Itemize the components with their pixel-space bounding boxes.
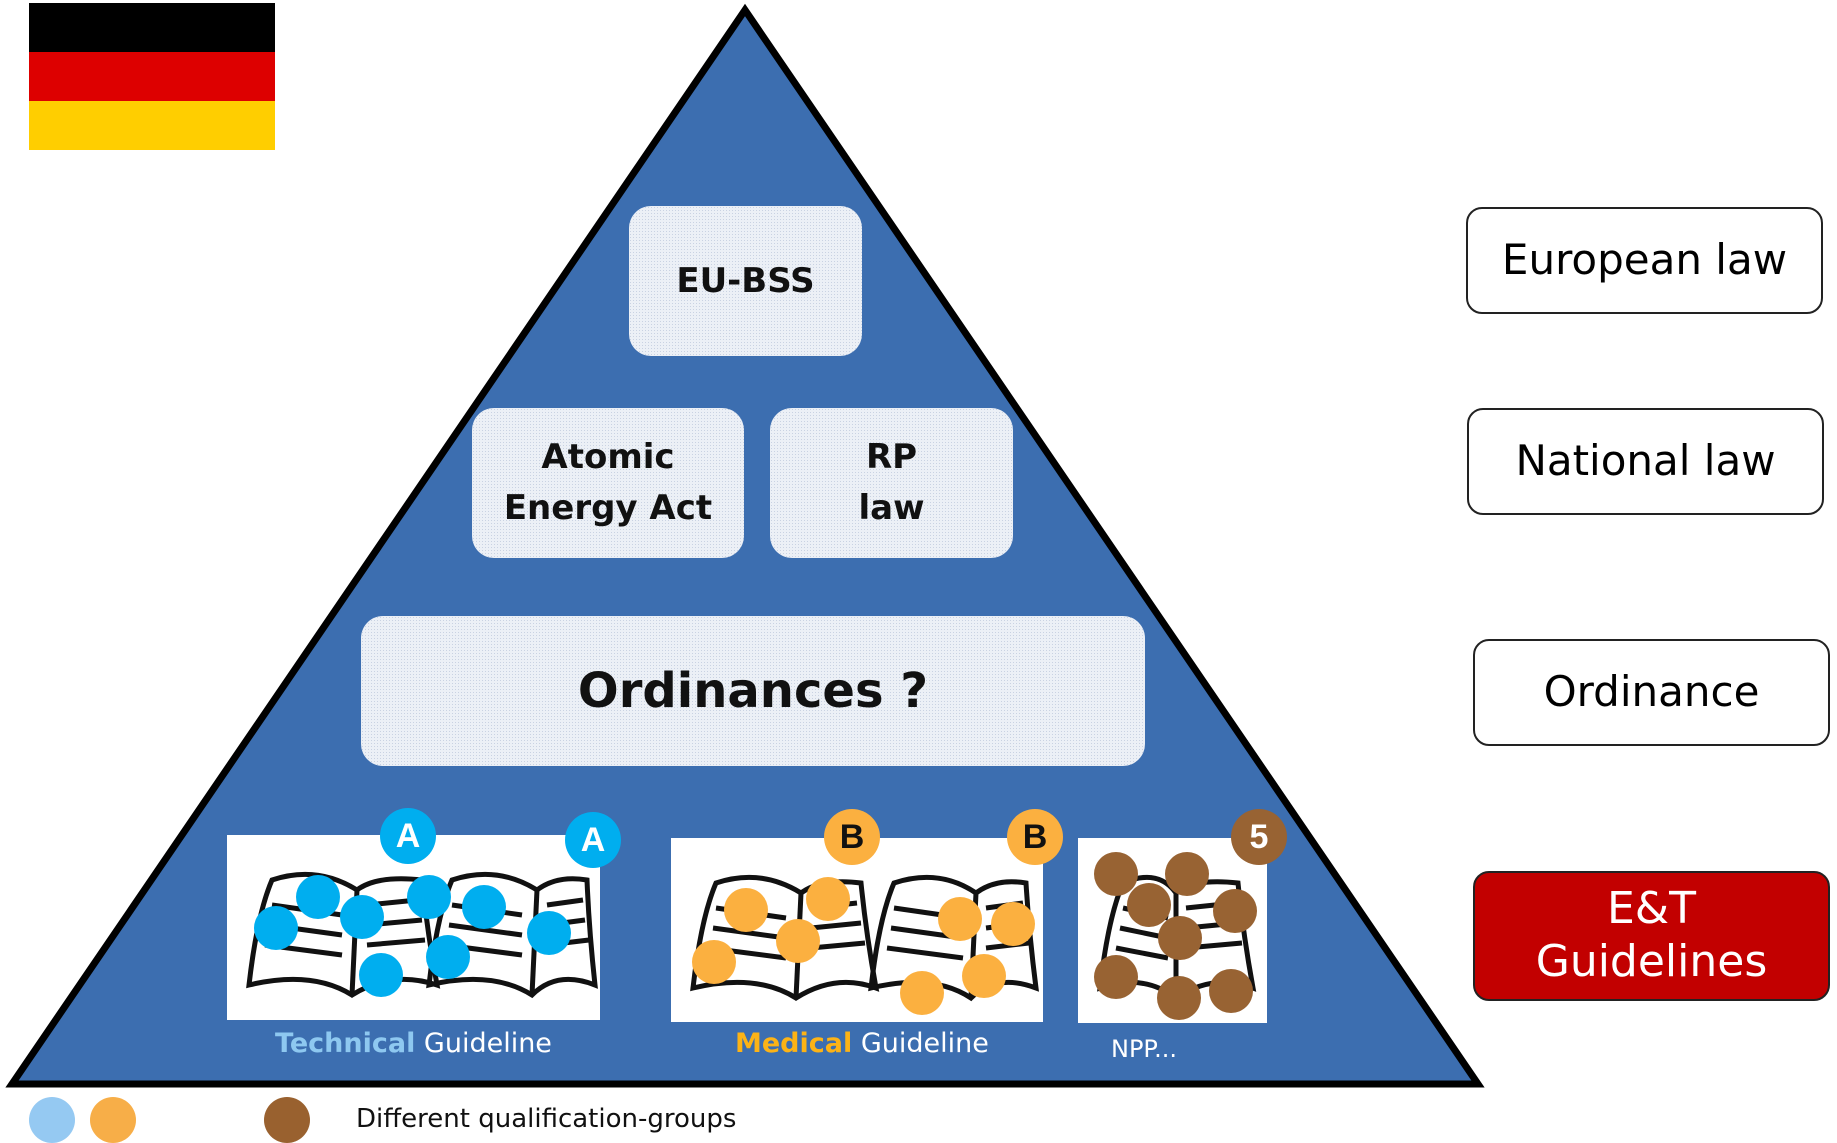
technical-guideline-panel [227, 835, 600, 1020]
badge-letter: B [1022, 817, 1048, 856]
technical-word: Technical [275, 1028, 416, 1059]
badge-letter: A [395, 816, 421, 855]
rp-law-box: RP law [770, 408, 1013, 558]
flag-stripe-gold [29, 101, 275, 150]
guidelines-text: Guidelines [1535, 936, 1768, 987]
rp-label-line2: law [858, 488, 925, 528]
npp-caption: NPP... [1111, 1035, 1177, 1063]
badge-letter: 5 [1249, 817, 1269, 856]
et-guidelines-label: E&T Guidelines [1473, 871, 1830, 1001]
european-law-label: European law [1466, 207, 1823, 314]
national-law-label: National law [1467, 408, 1824, 515]
ordinances-label: Ordinances ? [577, 663, 929, 719]
qualification-dot [1158, 916, 1202, 960]
npp-guideline-book-illustration [1094, 852, 1257, 1020]
ordinances-box: Ordinances ? [361, 616, 1145, 766]
qualification-dot [724, 888, 768, 932]
medical-guideline-panel [671, 838, 1043, 1022]
qualification-dot [1127, 883, 1171, 927]
technical-guideline-books-illustration [246, 871, 598, 999]
badge-letter: B [839, 817, 865, 856]
qualification-dot [340, 895, 384, 939]
qualification-dot [776, 919, 820, 963]
qualification-dot [962, 954, 1006, 998]
medical-group-badge: B [1007, 809, 1063, 865]
qualification-dot [900, 971, 944, 1015]
npp-label: NPP... [1111, 1035, 1178, 1063]
qualification-dot [938, 897, 982, 941]
national-law-text: National law [1515, 436, 1776, 486]
qualification-dot [1213, 889, 1257, 933]
ordinance-text: Ordinance [1543, 667, 1760, 717]
medical-word: Medical [735, 1028, 853, 1059]
legend-dot-brown [264, 1097, 310, 1143]
technical-group-badge: A [565, 812, 621, 868]
rp-label-line1: RP [865, 437, 918, 477]
medical-group-badge: B [824, 809, 880, 865]
qualification-dot [462, 885, 506, 929]
legend-dot-light-blue [29, 1097, 75, 1143]
flag-stripe-black [29, 3, 275, 52]
qualification-dot [254, 906, 298, 950]
legend-dot-orange [90, 1097, 136, 1143]
germany-flag [29, 3, 275, 150]
qualification-dot [1209, 969, 1253, 1013]
medical-qualification-dots [692, 877, 1035, 1015]
qualification-dot [296, 875, 340, 919]
npp-qualification-dots [1094, 852, 1257, 1020]
medical-rest: Guideline [852, 1028, 989, 1059]
qualification-dot [1094, 852, 1138, 896]
technical-group-badge: A [380, 808, 436, 864]
european-law-text: European law [1501, 235, 1788, 285]
npp-guideline-panel [1078, 838, 1267, 1023]
qualification-dot [692, 940, 736, 984]
qualification-dot [1094, 955, 1138, 999]
qualification-dot [991, 902, 1035, 946]
technical-qualification-dots [254, 875, 571, 997]
npp-group-badge: 5 [1231, 809, 1287, 865]
et-text: E&T [1607, 883, 1696, 935]
legend-description: Different qualification-groups [356, 1104, 737, 1134]
qualification-dot [806, 877, 850, 921]
qualification-dot [359, 953, 403, 997]
qualification-dot [407, 875, 451, 919]
badge-letter: A [580, 820, 606, 859]
technical-rest: Guideline [415, 1028, 552, 1059]
flag-stripe-red [29, 52, 275, 101]
eu-bss-label: EU-BSS [676, 261, 815, 301]
qualification-dot [426, 935, 470, 979]
atomic-energy-act-box: Atomic Energy Act [472, 408, 744, 558]
atomic-label-line1: Atomic [541, 437, 675, 477]
ordinance-label: Ordinance [1473, 639, 1830, 746]
medical-guideline-caption: Medical Guideline [735, 1028, 989, 1059]
qualification-dot [1157, 976, 1201, 1020]
eu-bss-box: EU-BSS [629, 206, 862, 356]
qualification-dot [1165, 852, 1209, 896]
technical-guideline-caption: Technical Guideline [275, 1028, 552, 1059]
atomic-label-line2: Energy Act [503, 488, 713, 528]
qualification-dot [527, 911, 571, 955]
medical-guideline-books-illustration [690, 874, 1040, 1015]
